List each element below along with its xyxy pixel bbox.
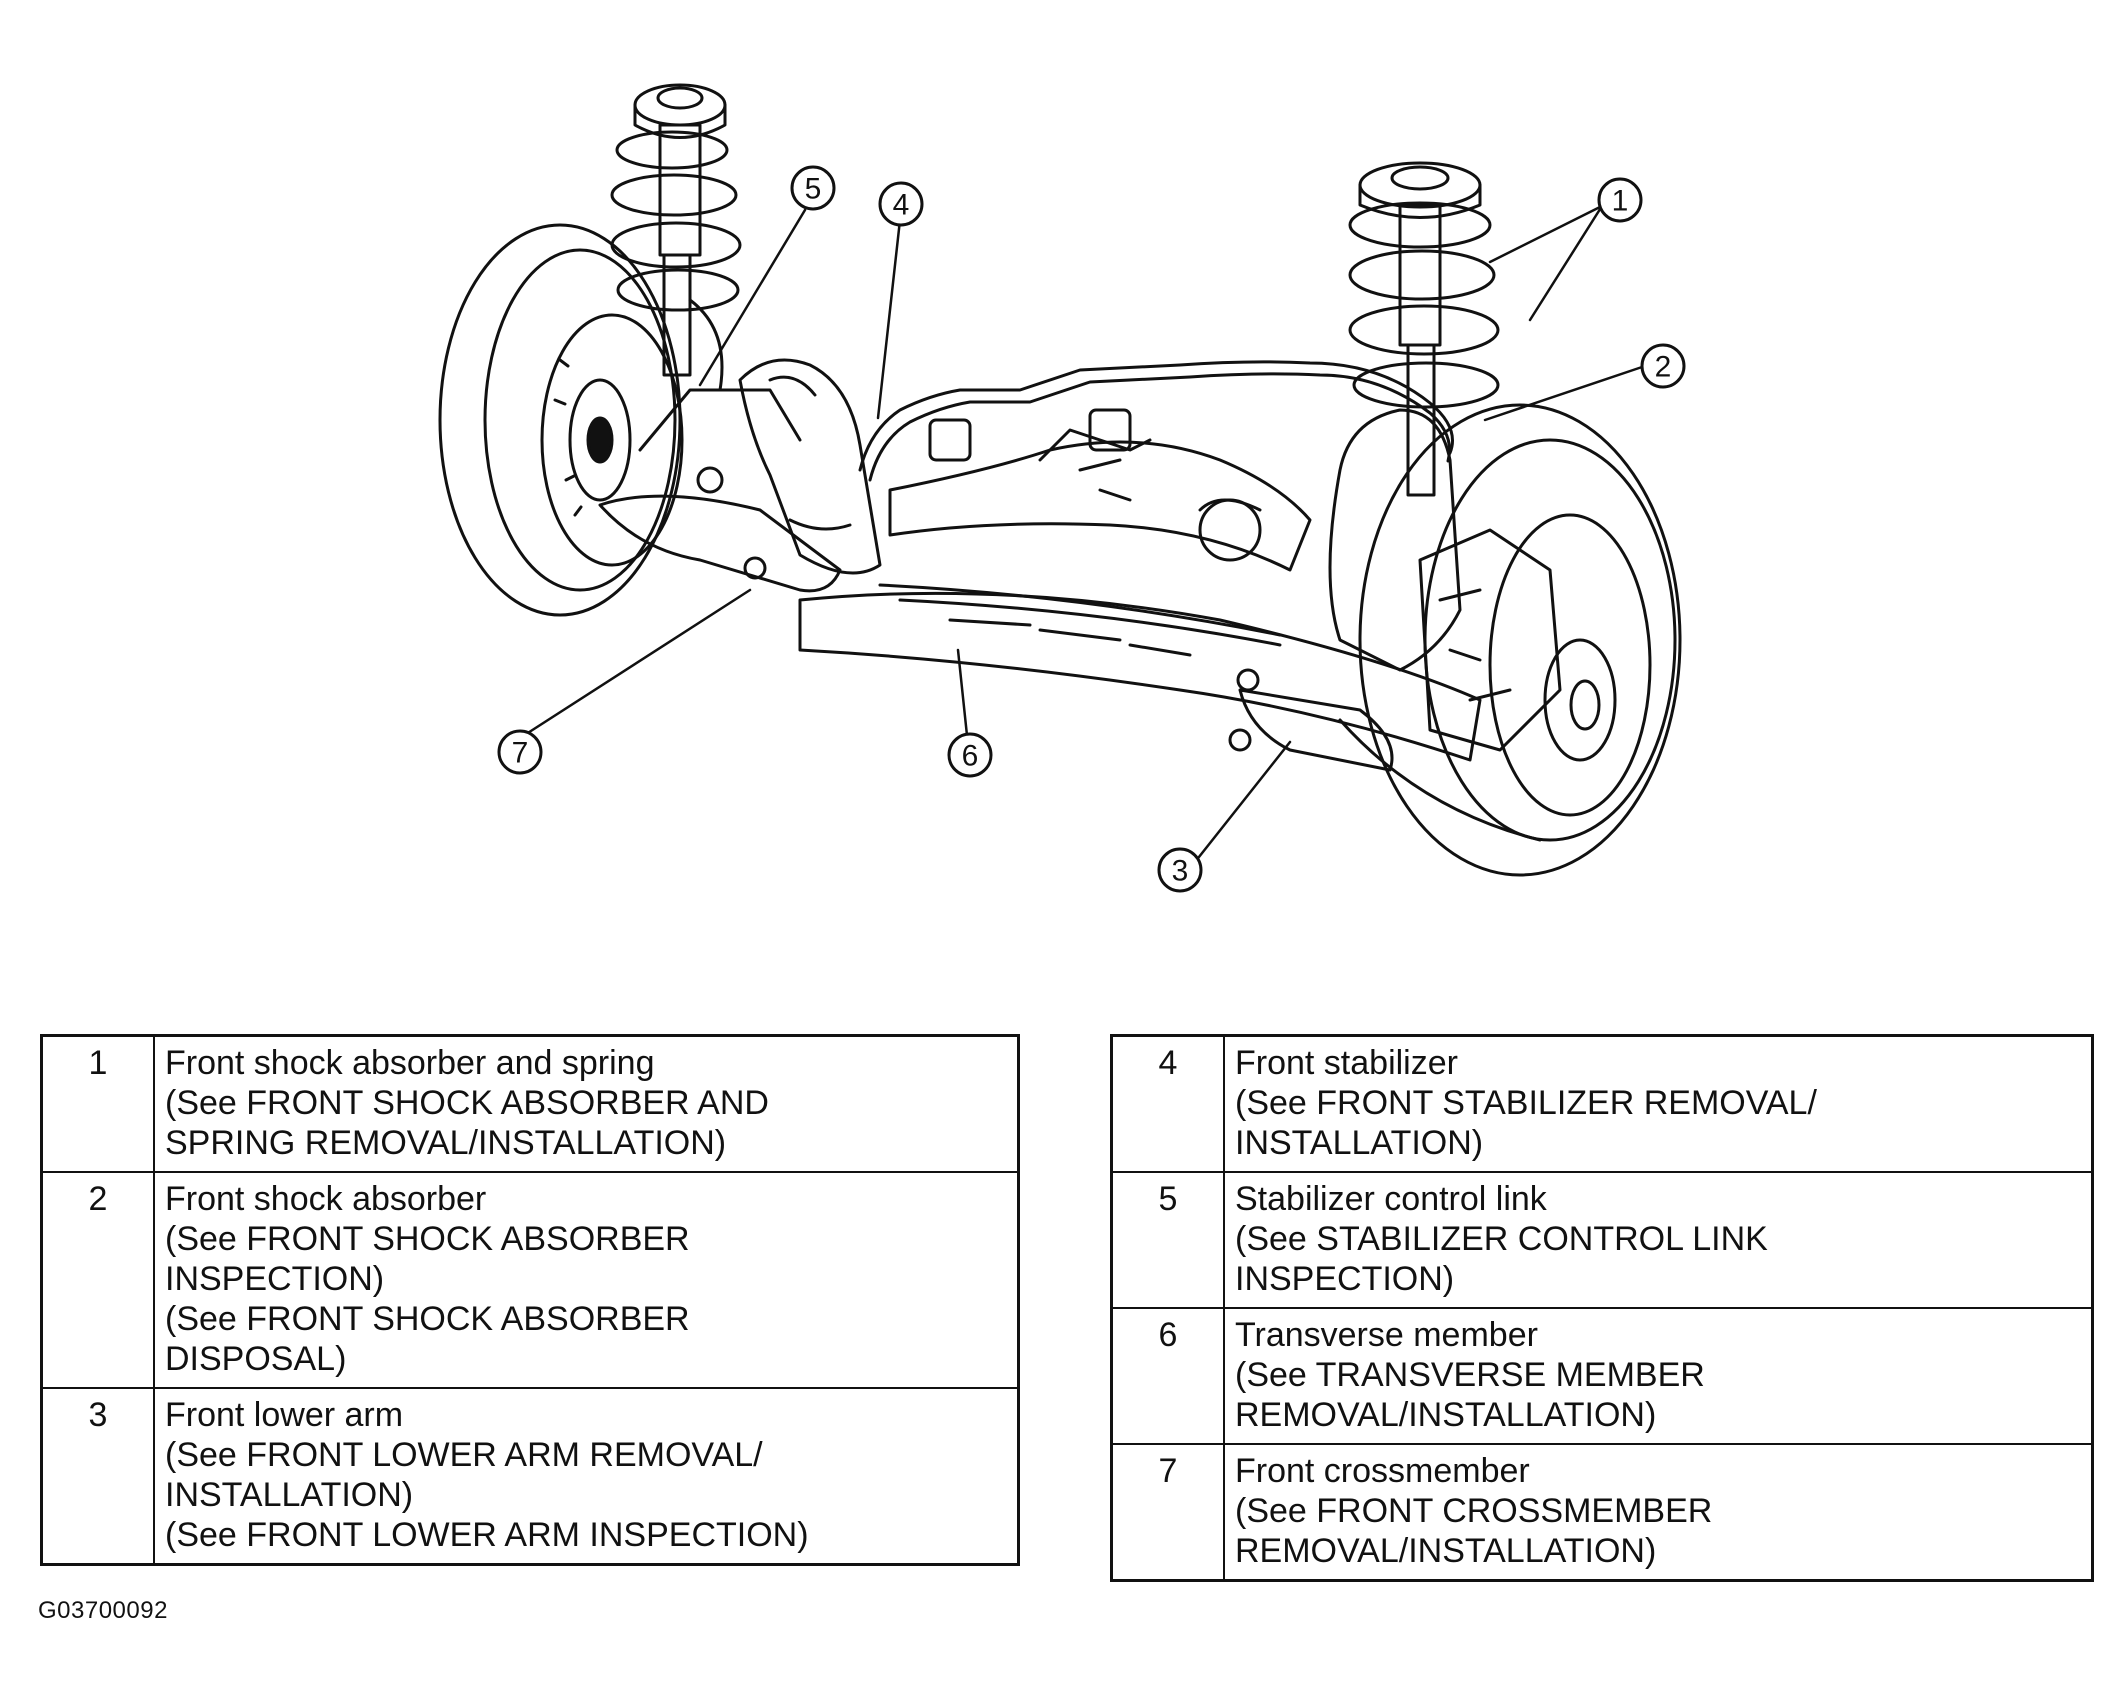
description-line: Front crossmember (1235, 1452, 1530, 1490)
right-strut-assembly (1348, 161, 1500, 497)
description-line: Transverse member (1235, 1316, 1538, 1354)
leader-line-3 (1193, 740, 1292, 864)
right-wheel (1338, 403, 1682, 877)
leader-line-6 (956, 648, 970, 747)
description-line: (See FRONT SHOCK ABSORBER (165, 1300, 690, 1338)
part-number: 4 (1110, 1034, 1225, 1173)
description-line: (See FRONT SHOCK ABSORBER (165, 1220, 690, 1258)
parts-table-right: 4 Front stabilizer (See FRONT STABILIZER… (1110, 1034, 2094, 1582)
part-number: 6 (1110, 1307, 1225, 1445)
part-description: Front crossmember (See FRONT CROSSMEMBER… (1223, 1443, 2094, 1582)
leader-line-2 (1483, 364, 1647, 422)
left-wheel (438, 223, 684, 617)
description-line: Front lower arm (165, 1396, 404, 1434)
figure-code: G03700092 (38, 1597, 168, 1624)
svg-text:2: 2 (1655, 351, 1672, 384)
svg-text:1: 1 (1612, 185, 1629, 218)
svg-text:4: 4 (893, 189, 910, 222)
part-description: Front shock absorber and spring (See FRO… (153, 1034, 1020, 1173)
leader-line-5 (698, 208, 807, 387)
part-description: Front shock absorber (See FRONT SHOCK AB… (153, 1171, 1020, 1389)
description-line: (See FRONT LOWER ARM INSPECTION) (165, 1516, 809, 1554)
description-line: INSPECTION) (1235, 1260, 1455, 1298)
description-line: (See FRONT CROSSMEMBER (1235, 1492, 1713, 1530)
description-line: (See FRONT STABILIZER REMOVAL/ (1235, 1084, 1817, 1122)
table-row: 2 Front shock absorber (See FRONT SHOCK … (40, 1171, 1020, 1389)
transverse-member (798, 583, 1482, 762)
description-line: SPRING REMOVAL/INSTALLATION) (165, 1124, 727, 1162)
center-frame (888, 428, 1312, 572)
description-line: REMOVAL/INSTALLATION) (1235, 1396, 1657, 1434)
description-line: (See TRANSVERSE MEMBER (1235, 1356, 1705, 1394)
description-line: (See STABILIZER CONTROL LINK (1235, 1220, 1768, 1258)
leader-line-1 (1488, 204, 1604, 322)
part-number: 2 (40, 1171, 155, 1389)
leader-line-4 (876, 218, 902, 420)
svg-text:6: 6 (962, 740, 979, 773)
description-line: (See FRONT LOWER ARM REMOVAL/ (165, 1436, 763, 1474)
callout-4: 4 (878, 181, 924, 227)
description-line: Front shock absorber and spring (165, 1044, 655, 1082)
part-description: Stabilizer control link (See STABILIZER … (1223, 1171, 2094, 1309)
part-number: 5 (1110, 1171, 1225, 1309)
part-number: 1 (40, 1034, 155, 1173)
description-line: INSTALLATION) (1235, 1124, 1484, 1162)
callout-5: 5 (790, 165, 836, 211)
callout-6: 6 (947, 732, 993, 778)
description-line: Stabilizer control link (1235, 1180, 1547, 1218)
description-line: (See FRONT SHOCK ABSORBER AND (165, 1084, 769, 1122)
callout-2: 2 (1640, 343, 1686, 389)
left-crossmember (738, 358, 882, 575)
table-row: 1 Front shock absorber and spring (See F… (40, 1034, 1020, 1173)
table-row: 5 Stabilizer control link (See STABILIZE… (1110, 1171, 2094, 1309)
parts-table-left: 1 Front shock absorber and spring (See F… (40, 1034, 1020, 1566)
part-number: 7 (1110, 1443, 1225, 1582)
table-row: 7 Front crossmember (See FRONT CROSSMEMB… (1110, 1443, 2094, 1582)
svg-text:7: 7 (512, 737, 529, 770)
table-row: 6 Transverse member (See TRANSVERSE MEMB… (1110, 1307, 2094, 1445)
left-strut-assembly (610, 83, 742, 392)
description-line: Front shock absorber (165, 1180, 487, 1218)
description-line: REMOVAL/INSTALLATION) (1235, 1532, 1657, 1570)
part-number: 3 (40, 1387, 155, 1566)
table-row: 4 Front stabilizer (See FRONT STABILIZER… (1110, 1034, 2094, 1173)
part-description: Front stabilizer (See FRONT STABILIZER R… (1223, 1034, 2094, 1173)
leader-line-7 (518, 588, 752, 740)
svg-text:5: 5 (805, 173, 822, 206)
table-row: 3 Front lower arm (See FRONT LOWER ARM R… (40, 1387, 1020, 1566)
callout-3: 3 (1157, 847, 1203, 893)
svg-text:3: 3 (1172, 855, 1189, 888)
stabilizer-bar (858, 360, 1454, 482)
callout-1: 1 (1597, 177, 1643, 223)
left-lower-arm (598, 388, 842, 593)
callout-7: 7 (497, 729, 543, 775)
description-line: INSTALLATION) (165, 1476, 414, 1514)
part-description: Front lower arm (See FRONT LOWER ARM REM… (153, 1387, 1020, 1566)
description-line: INSPECTION) (165, 1260, 385, 1298)
description-line: DISPOSAL) (165, 1340, 347, 1378)
description-line: Front stabilizer (1235, 1044, 1458, 1082)
right-crossmember (1228, 408, 1462, 772)
suspension-illustration: 1 2 3 4 5 6 7 (438, 83, 1686, 893)
part-description: Transverse member (See TRANSVERSE MEMBER… (1223, 1307, 2094, 1445)
